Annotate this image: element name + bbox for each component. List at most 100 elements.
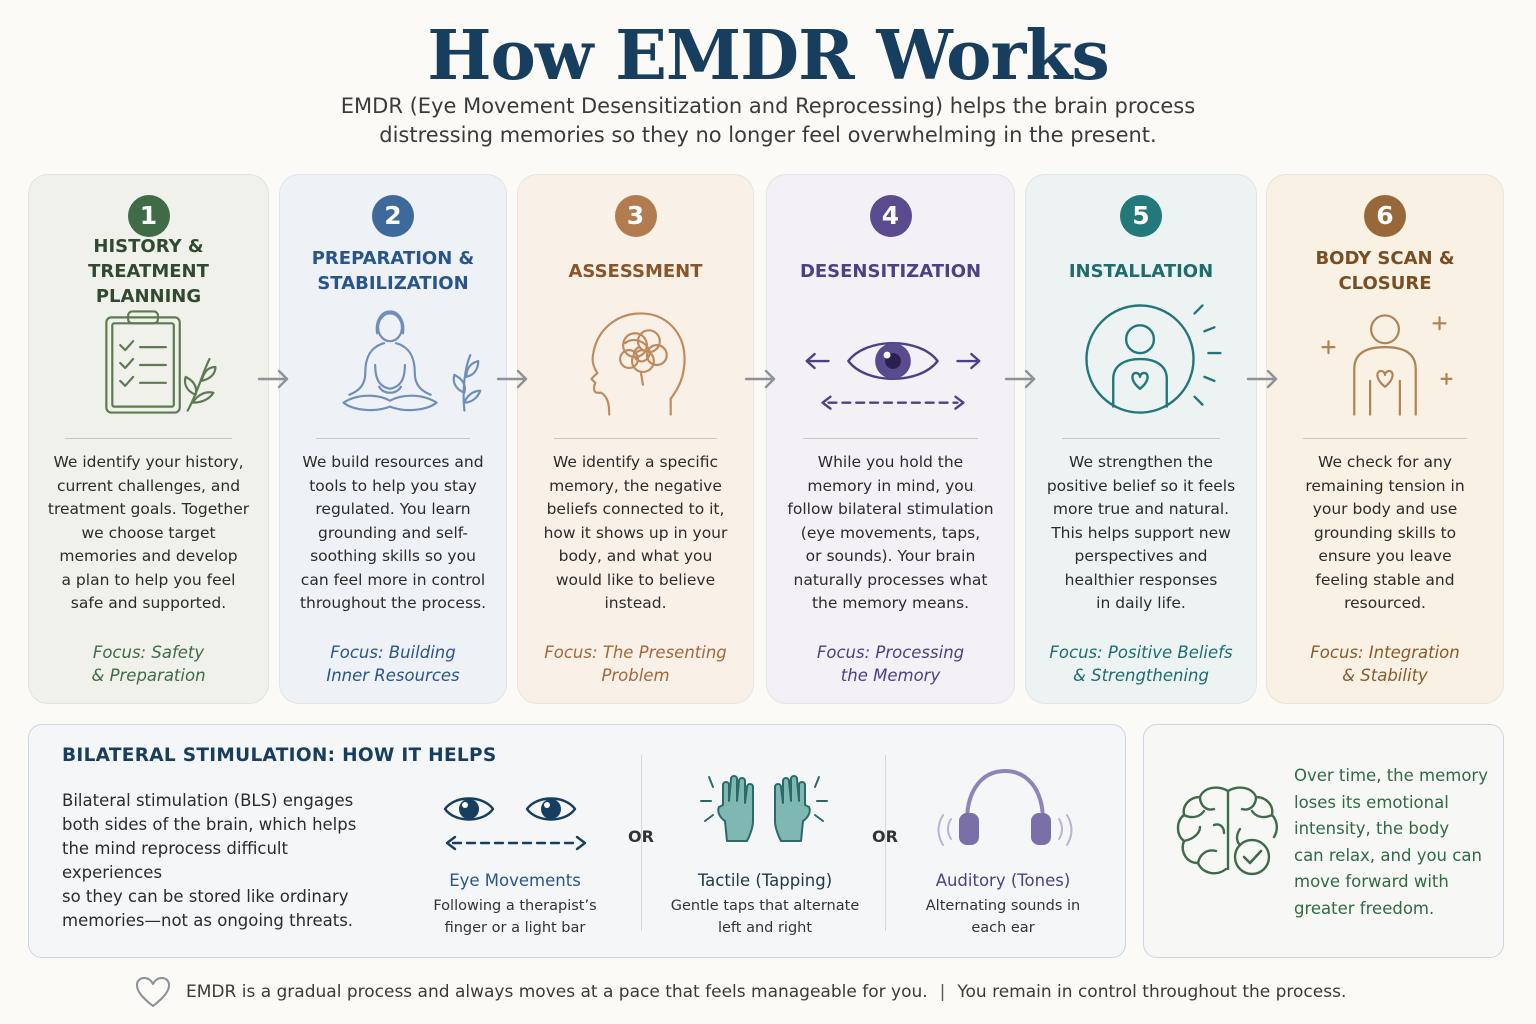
outcome-text: Over time, the memory loses its emotiona… bbox=[1294, 763, 1494, 922]
page-subtitle: EMDR (Eye Movement Desensitization and R… bbox=[268, 92, 1268, 150]
card-divider bbox=[316, 438, 470, 439]
focus-line: Focus: Safety bbox=[92, 643, 205, 662]
desc-line: in daily life. bbox=[1096, 594, 1186, 612]
desc-line: can feel more in control bbox=[300, 570, 486, 589]
headphones-icon bbox=[937, 768, 1073, 846]
step-title-line: PREPARATION & bbox=[311, 248, 475, 269]
clipboard-checklist-icon bbox=[105, 310, 217, 414]
desc-line: we choose target bbox=[81, 523, 216, 542]
bls-description: Bilateral stimulation (BLS) engages both… bbox=[62, 789, 392, 933]
subtitle-line: distressing memories so they no longer f… bbox=[379, 123, 1157, 147]
desc-line: We check for any bbox=[1318, 453, 1452, 471]
desc-line: memories—not as ongoing threats. bbox=[62, 911, 354, 930]
desc-line: can relax, and you can bbox=[1294, 845, 1482, 865]
desc-line: resourced. bbox=[1344, 594, 1426, 612]
focus-line: Inner Resources bbox=[326, 666, 460, 685]
step-card-3: 3 ASSESSMENT We identify a specific memo… bbox=[517, 174, 754, 704]
focus-line: Problem bbox=[601, 666, 670, 685]
desc-line: a plan to help you feel bbox=[61, 570, 236, 589]
arrow-right-icon bbox=[744, 369, 776, 389]
step-description: We check for any remaining tension in yo… bbox=[1281, 451, 1489, 616]
desc-line: (eye movements, taps, bbox=[800, 523, 981, 542]
card-divider bbox=[803, 438, 978, 439]
option-divider bbox=[641, 755, 642, 931]
footer-note: EMDR is a gradual process and always mov… bbox=[186, 982, 1346, 1002]
brain-check-icon bbox=[1176, 786, 1278, 876]
desc-line: body, and what you bbox=[558, 547, 713, 565]
desc-line: the memory means. bbox=[811, 594, 969, 612]
card-divider bbox=[554, 438, 717, 439]
step-description: We identify a specific memory, the negat… bbox=[532, 451, 739, 616]
step-description: We strengthen the positive belief so it … bbox=[1040, 451, 1242, 616]
arrow-right-icon bbox=[1004, 369, 1036, 389]
desc-line: Following a therapist’s bbox=[433, 898, 597, 914]
desc-line: throughout the process. bbox=[299, 594, 487, 612]
bls-option-name: Auditory (Tones) bbox=[935, 871, 1071, 890]
desc-line: We strengthen the bbox=[1069, 453, 1213, 471]
bls-option-name: Tactile (Tapping) bbox=[697, 871, 833, 890]
step-title-line: CLOSURE bbox=[1338, 273, 1432, 294]
bls-option-description: Gentle taps that alternate left and righ… bbox=[665, 895, 865, 939]
desc-line: memories and develop bbox=[59, 547, 238, 565]
desc-line: Gentle taps that alternate bbox=[670, 898, 860, 914]
focus-line: Focus: Integration bbox=[1310, 643, 1460, 662]
focus-line: Focus: Processing bbox=[816, 643, 965, 662]
card-divider bbox=[1062, 438, 1220, 439]
focus-line: & Stability bbox=[1342, 666, 1428, 685]
desc-line: or sounds). Your brain bbox=[805, 547, 976, 565]
page-title: How EMDR Works bbox=[427, 16, 1109, 96]
footer-text: You remain in control throughout the pro… bbox=[957, 982, 1347, 1002]
focus-line: & Preparation bbox=[91, 666, 206, 685]
desc-line: the mind reprocess difficult experiences bbox=[62, 839, 288, 882]
focus-line: Focus: The Presenting bbox=[544, 643, 727, 662]
step-focus: Focus: Integration & Stability bbox=[1277, 641, 1493, 687]
bls-option-description: Alternating sounds in each ear bbox=[903, 895, 1103, 939]
step-title-line: INSTALLATION bbox=[1068, 260, 1214, 282]
person-heart-icon bbox=[1085, 304, 1222, 414]
desc-line: intensity, the body bbox=[1294, 819, 1450, 838]
desc-line: Bilateral stimulation (BLS) engages bbox=[62, 791, 354, 810]
desc-line: tools to help you stay bbox=[309, 476, 477, 495]
desc-line: so they can be stored like ordinary bbox=[62, 887, 349, 906]
desc-line: While you hold the bbox=[817, 453, 964, 471]
step-description: We build resources and tools to help you… bbox=[294, 451, 492, 616]
step-focus: Focus: Positive Beliefs & Strengthening bbox=[1036, 641, 1246, 687]
bls-title: BILATERAL STIMULATION: HOW IT HELPS bbox=[62, 745, 497, 766]
step-title: INSTALLATION bbox=[1032, 245, 1250, 297]
arrow-right-icon bbox=[496, 369, 528, 389]
footer-text: EMDR is a gradual process and always mov… bbox=[186, 982, 928, 1002]
desc-line: soothing skills so you bbox=[310, 547, 476, 565]
focus-line: Focus: Building bbox=[330, 643, 456, 662]
footer-separator: | bbox=[939, 982, 946, 1002]
eye-movements-icon bbox=[443, 797, 587, 851]
step-title: HISTORY &TREATMENT PLANNING bbox=[35, 236, 262, 307]
step-title: ASSESSMENT bbox=[524, 245, 747, 297]
desc-line: We identify a specific bbox=[552, 453, 719, 471]
desc-line: remaining tension in bbox=[1305, 476, 1465, 495]
desc-line: would like to believe bbox=[555, 570, 716, 589]
desc-line: each ear bbox=[971, 920, 1035, 936]
outcome-panel: Over time, the memory loses its emotiona… bbox=[1143, 724, 1504, 958]
desc-line: more true and natural. bbox=[1052, 500, 1230, 518]
desc-line: feeling stable and bbox=[1315, 570, 1455, 589]
desc-line: We identify your history, bbox=[53, 453, 244, 471]
desc-line: how it shows up in your bbox=[543, 523, 728, 542]
bls-option-name: Eye Movements bbox=[449, 871, 581, 890]
desc-line: This helps support new bbox=[1051, 523, 1231, 542]
step-card-6: 6 BODY SCAN &CLOSURE We check for any re… bbox=[1266, 174, 1504, 704]
or-label: OR bbox=[872, 827, 898, 846]
step-title-line: ASSESSMENT bbox=[568, 260, 703, 282]
step-title-line: TREATMENT PLANNING bbox=[88, 260, 209, 307]
desc-line: finger or a light bar bbox=[444, 920, 586, 936]
desc-line: Alternating sounds in bbox=[925, 898, 1081, 914]
step-card-5: 5 INSTALLATION We strengthen the positiv… bbox=[1025, 174, 1257, 704]
head-tangle-icon bbox=[590, 312, 686, 416]
step-focus: Focus: Safety & Preparation bbox=[39, 641, 258, 687]
desc-line: your body and use bbox=[1312, 500, 1458, 518]
desc-line: safe and supported. bbox=[70, 594, 227, 612]
desc-line: healthier responses bbox=[1064, 570, 1218, 589]
bls-option-description: Following a therapist’s finger or a ligh… bbox=[415, 895, 615, 939]
step-focus: Focus: Processing the Memory bbox=[777, 641, 1004, 687]
arrow-right-icon bbox=[257, 369, 289, 389]
desc-line: regulated. You learn bbox=[315, 500, 471, 518]
